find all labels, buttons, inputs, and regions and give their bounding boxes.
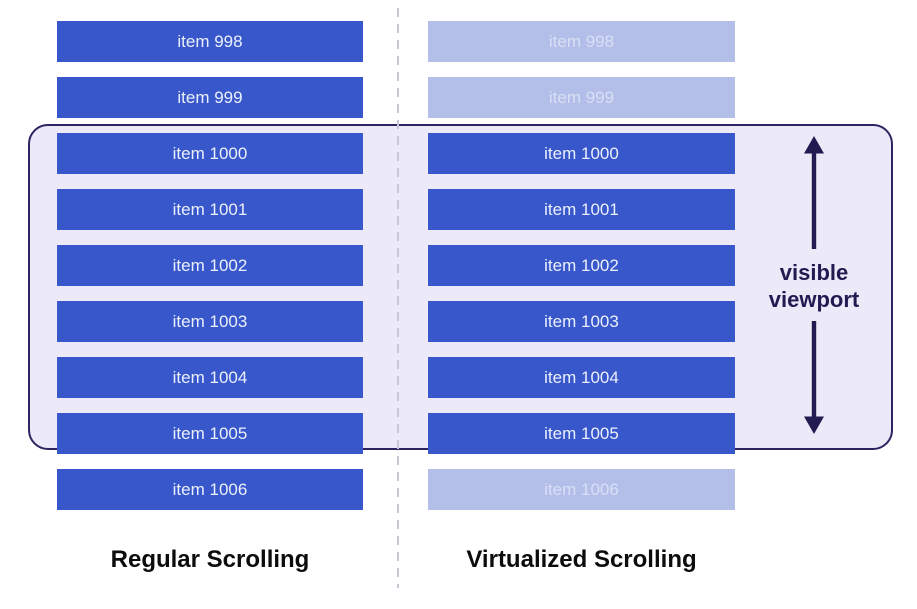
list-item-label: item 1005 (172, 424, 248, 443)
list-item-label: item 999 (177, 88, 243, 107)
list-item-label: item 1001 (172, 200, 248, 219)
list-item-virtualized: item 999 (428, 77, 735, 118)
list-item-regular: item 1005 (57, 413, 363, 454)
list-item-label: item 1004 (544, 368, 619, 387)
list-item-virtualized: item 1003 (428, 301, 735, 342)
arrow-down-icon (804, 321, 824, 434)
list-item-regular: item 998 (57, 21, 363, 62)
column-items-virtualized: item 998 item 999 item 1000 item 1001 item 1… (428, 0, 735, 530)
list-item-regular: item 999 (57, 77, 363, 118)
list-item-label: item 1000 (172, 144, 248, 163)
list-item-virtualized: item 1001 (428, 189, 735, 230)
column-divider (397, 8, 399, 588)
list-item-label: item 1001 (544, 200, 619, 219)
list-item-virtualized: item 1000 (428, 133, 735, 174)
list-item-regular: item 1002 (57, 245, 363, 286)
list-item-label: item 998 (177, 32, 243, 51)
list-item-virtualized: item 1005 (428, 413, 735, 454)
list-item-label: item 999 (548, 88, 615, 107)
viewport-range-arrow (804, 136, 824, 434)
viewport-label: visible viewport (768, 260, 860, 312)
column-items-regular: item 998 item 999 item 1000 item 1001 item 1… (57, 0, 363, 530)
list-item-virtualized: item 1004 (428, 357, 735, 398)
list-item-label: item 1000 (544, 144, 619, 163)
list-item-label: item 1004 (172, 368, 248, 387)
list-item-virtualized: item 1006 (428, 469, 735, 510)
list-item-label: item 1003 (172, 312, 248, 331)
list-item-label: item 1002 (172, 256, 248, 275)
list-item-virtualized: item 1002 (428, 245, 735, 286)
list-item-regular: item 1003 (57, 301, 363, 342)
list-item-label: item 998 (548, 32, 615, 51)
list-item-regular: item 1001 (57, 189, 363, 230)
list-item-virtualized: item 998 (428, 21, 735, 62)
list-item-label: item 1006 (172, 480, 248, 499)
list-item-label: item 1006 (544, 480, 619, 499)
list-item-regular: item 1006 (57, 469, 363, 510)
list-item-regular: item 1004 (57, 357, 363, 398)
caption-regular-scrolling: Regular Scrolling (110, 546, 310, 573)
arrow-up-icon (804, 136, 824, 249)
caption-virtualized-scrolling: Virtualized Scrolling (466, 546, 697, 573)
list-item-label: item 1002 (544, 256, 619, 275)
list-item-label: item 1005 (544, 424, 619, 443)
list-item-regular: item 1000 (57, 133, 363, 174)
list-item-label: item 1003 (544, 312, 619, 331)
